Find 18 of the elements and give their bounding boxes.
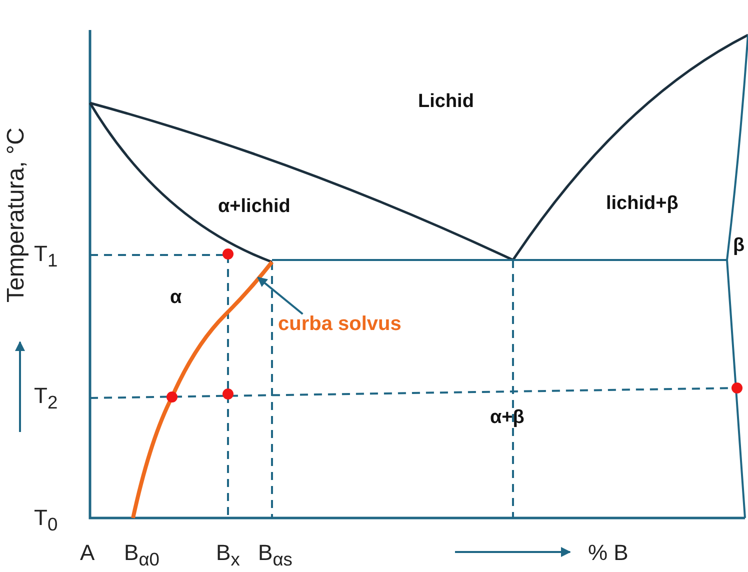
phase-label: β	[733, 236, 745, 255]
phase-label: α+lichid	[218, 197, 290, 216]
leader-line	[257, 276, 304, 315]
axis-tick-label: T$_{0}$	[34, 507, 58, 534]
phase-label: α+β	[490, 408, 524, 427]
axis-tick-label: A	[80, 542, 95, 564]
axis-tick-label: B$_{αs}$	[258, 542, 292, 569]
phase-label: α	[170, 288, 182, 307]
axis-tick-label: B$_{α0}$	[124, 542, 160, 569]
axis-tick-label: T$_{1}$	[34, 243, 58, 270]
solvus-curve	[131, 260, 274, 518]
axis-tick-label: T$_{2}$	[34, 385, 58, 412]
axis-title: % B	[588, 542, 628, 564]
axis-tick-label: B$_{x}$	[216, 542, 240, 569]
phase-label: lichid+β	[606, 194, 678, 213]
phase-label: Lichid	[418, 92, 474, 111]
curve-label: curba solvus	[278, 314, 402, 334]
axis-title: Temperatura, °C	[4, 128, 28, 302]
